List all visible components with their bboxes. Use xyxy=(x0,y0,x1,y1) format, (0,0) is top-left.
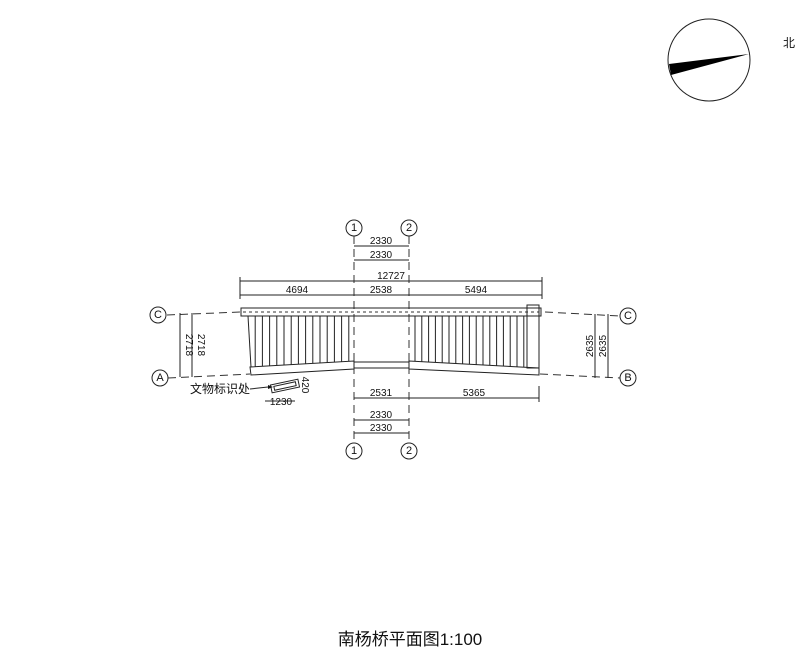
north-arrow-circle xyxy=(667,18,751,102)
dim-2330-d: 2330 xyxy=(370,423,393,434)
dim-right-span: 5494 xyxy=(465,285,488,296)
grid-label-2-top: 2 xyxy=(406,222,412,234)
grid-label-c-right: C xyxy=(624,310,632,322)
drawing-title: 南杨桥平面图1:100 xyxy=(338,630,483,649)
north-arrow-pointer xyxy=(669,54,749,75)
dim-2635-a: 2635 xyxy=(585,334,596,357)
end-post xyxy=(526,304,540,369)
bridge-deck xyxy=(240,304,542,376)
bottom-railing-left xyxy=(249,360,355,376)
grid-label-a: A xyxy=(156,372,164,384)
dim-overall: 12727 xyxy=(377,271,405,282)
side-dimensions: 2718 2718 2635 2635 xyxy=(179,313,609,378)
dim-left-span: 4694 xyxy=(286,285,309,296)
bottom-dimensions: 2531 5365 2330 2330 xyxy=(354,386,540,434)
dim-2330-a: 2330 xyxy=(370,236,393,247)
bottom-railing-mid xyxy=(353,361,410,369)
grid-label-b: B xyxy=(624,372,631,384)
dim-2531: 2531 xyxy=(370,388,393,399)
marker-label: 文物标识处 xyxy=(190,381,250,396)
top-railing xyxy=(240,307,542,317)
dim-2330-b: 2330 xyxy=(370,250,393,261)
dim-2718-a: 2718 xyxy=(183,334,194,357)
heritage-marker: 文物标识处 1230 420 xyxy=(190,377,310,408)
top-dimensions: 2330 2330 12727 4694 2538 5494 xyxy=(239,236,543,299)
grid-label-2-bottom: 2 xyxy=(406,445,412,457)
marker-plaque xyxy=(269,378,301,394)
grid-axes: 1 2 1 2 C A C B xyxy=(149,219,637,460)
grid-label-1-top: 1 xyxy=(351,222,357,234)
dim-420: 420 xyxy=(299,377,310,394)
north-arrow: 北 xyxy=(667,18,795,102)
dim-1230: 1230 xyxy=(270,397,293,408)
dim-2718-b: 2718 xyxy=(195,334,206,357)
grid-label-c-left: C xyxy=(154,309,162,321)
dim-2635-b: 2635 xyxy=(598,334,609,357)
north-label: 北 xyxy=(783,36,795,50)
dim-mid-span: 2538 xyxy=(370,285,393,296)
dim-5365: 5365 xyxy=(463,388,486,399)
grid-label-1-bottom: 1 xyxy=(351,445,357,457)
bottom-railing-right xyxy=(408,360,540,376)
baluster xyxy=(247,315,252,368)
dim-2330-c: 2330 xyxy=(370,410,393,421)
